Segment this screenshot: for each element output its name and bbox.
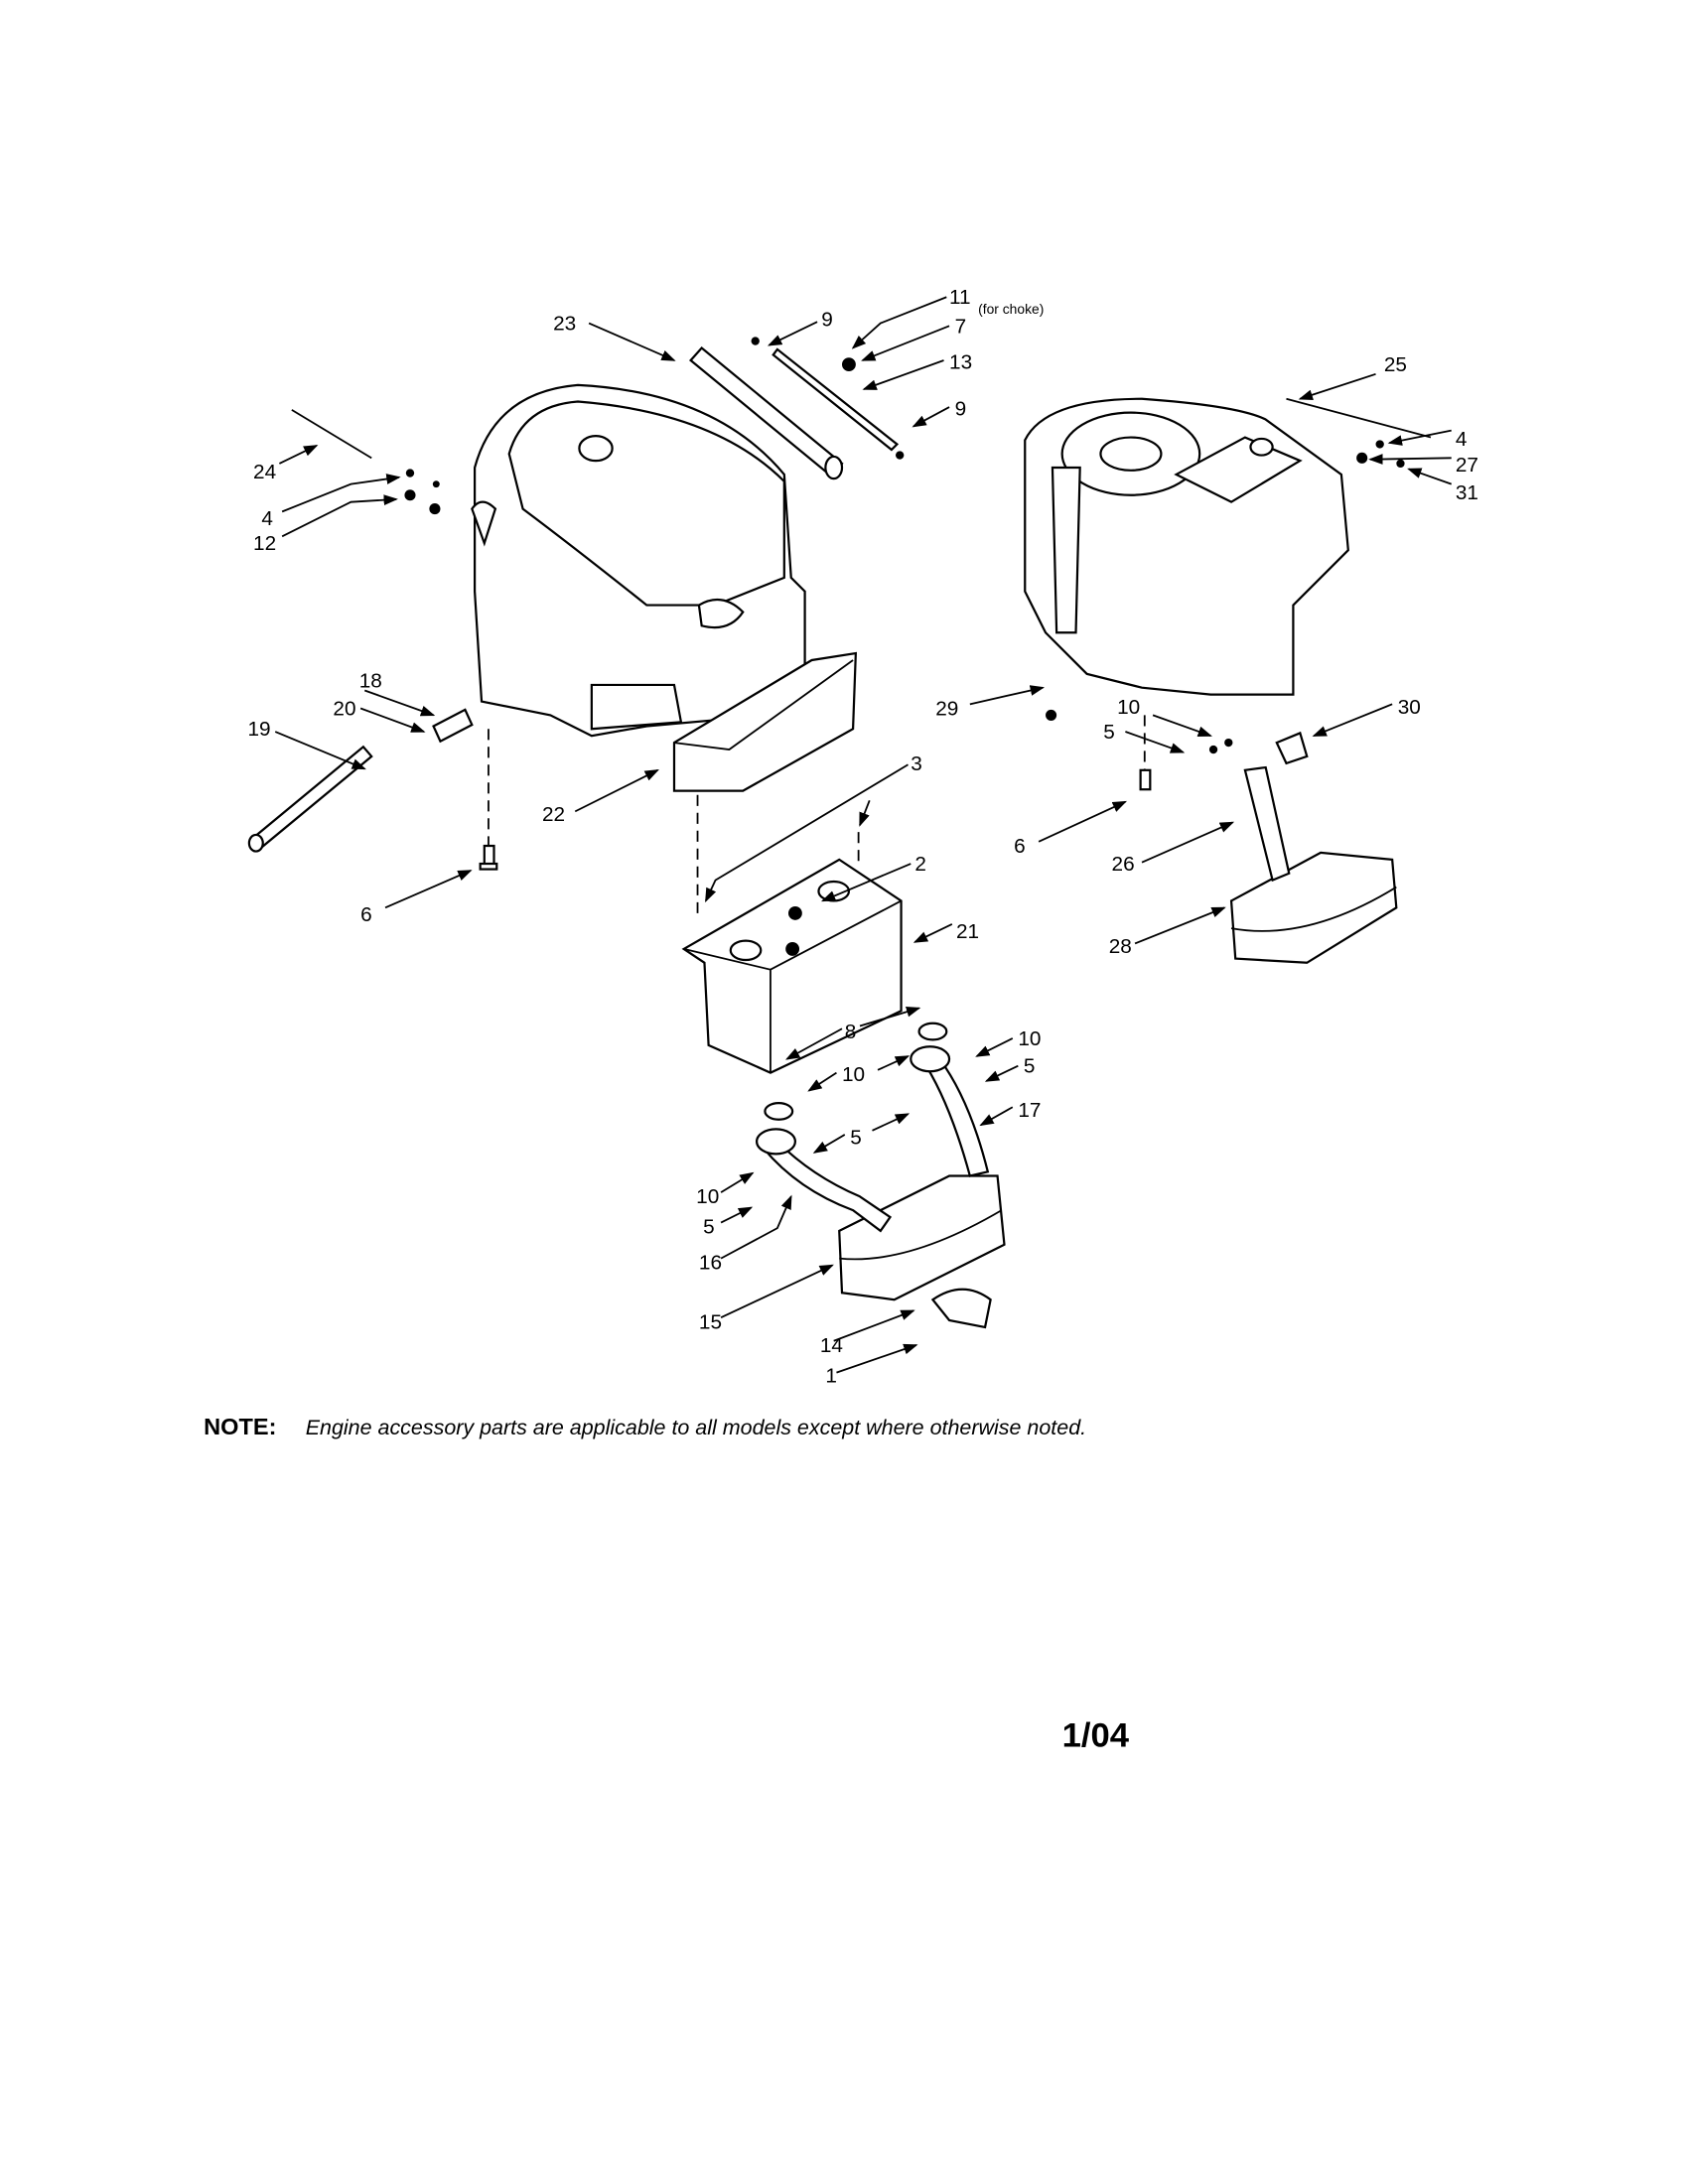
date-code: 1/04	[1062, 1716, 1130, 1754]
bolt-6-right	[1139, 768, 1152, 791]
note-label: NOTE:	[204, 1414, 276, 1439]
callout-18: 18	[359, 670, 382, 693]
fitting-18	[432, 708, 474, 744]
gasket-30	[1275, 731, 1309, 765]
callout-6: 6	[360, 903, 372, 926]
muffler-15	[755, 1022, 1006, 1301]
callout-2: 2	[914, 853, 926, 876]
callout-4: 4	[261, 507, 273, 530]
callout-26: 26	[1112, 853, 1135, 876]
bolt-6-left	[479, 844, 498, 871]
callout-10: 10	[1117, 696, 1140, 719]
tube-19	[247, 745, 373, 853]
callout-11: 11	[949, 286, 971, 309]
callout-5b: 5	[1024, 1055, 1036, 1078]
callout-arrows	[274, 296, 1453, 1374]
callout-7: 7	[955, 315, 967, 338]
callout-5: 5	[1103, 721, 1115, 744]
callout-15: 15	[699, 1310, 722, 1333]
callout-labels: 23 9 11 (for choke) 7 13 9 24 4 12 25 4 …	[248, 286, 1478, 1387]
callout-16: 16	[699, 1252, 722, 1275]
callout-10d: 10	[696, 1185, 719, 1208]
callout-8: 8	[845, 1021, 857, 1043]
callout-31: 31	[1456, 481, 1478, 504]
shield-22	[672, 651, 858, 792]
callout-21: 21	[956, 920, 979, 943]
callout-13: 13	[949, 350, 972, 373]
callout-23: 23	[553, 312, 576, 335]
callout-12: 12	[253, 532, 276, 555]
callout-10c: 10	[842, 1063, 865, 1086]
left-engine	[471, 383, 806, 738]
callout-24: 24	[253, 461, 276, 483]
callout-22: 22	[542, 803, 565, 826]
callout-9: 9	[821, 308, 833, 331]
callout-1: 1	[825, 1364, 837, 1387]
callout-30: 30	[1398, 696, 1421, 719]
note-text: Engine accessory parts are applicable to…	[306, 1416, 1086, 1439]
callout-14: 14	[820, 1334, 843, 1357]
tube-23	[689, 345, 844, 480]
callout-3: 3	[911, 752, 922, 775]
callout-20: 20	[333, 697, 355, 720]
rod-13	[772, 347, 900, 452]
callout-10b: 10	[1018, 1027, 1041, 1050]
callout-28: 28	[1109, 935, 1132, 958]
heat-shield-21	[681, 858, 903, 1074]
callout-5d: 5	[703, 1216, 715, 1239]
deflector-14	[930, 1288, 992, 1329]
callout-4b: 4	[1456, 428, 1468, 451]
callout-19: 19	[248, 718, 271, 741]
callout-9b: 9	[955, 397, 967, 420]
muffler-28	[1229, 765, 1398, 964]
right-engine	[1024, 397, 1349, 696]
callout-17: 17	[1018, 1099, 1041, 1122]
callout-27: 27	[1456, 454, 1478, 477]
callout-29: 29	[935, 697, 958, 720]
callout-25: 25	[1384, 353, 1407, 376]
callout-6b: 6	[1014, 835, 1026, 858]
callout-5c: 5	[850, 1127, 862, 1150]
callout-11-note: (for choke)	[978, 301, 1044, 317]
